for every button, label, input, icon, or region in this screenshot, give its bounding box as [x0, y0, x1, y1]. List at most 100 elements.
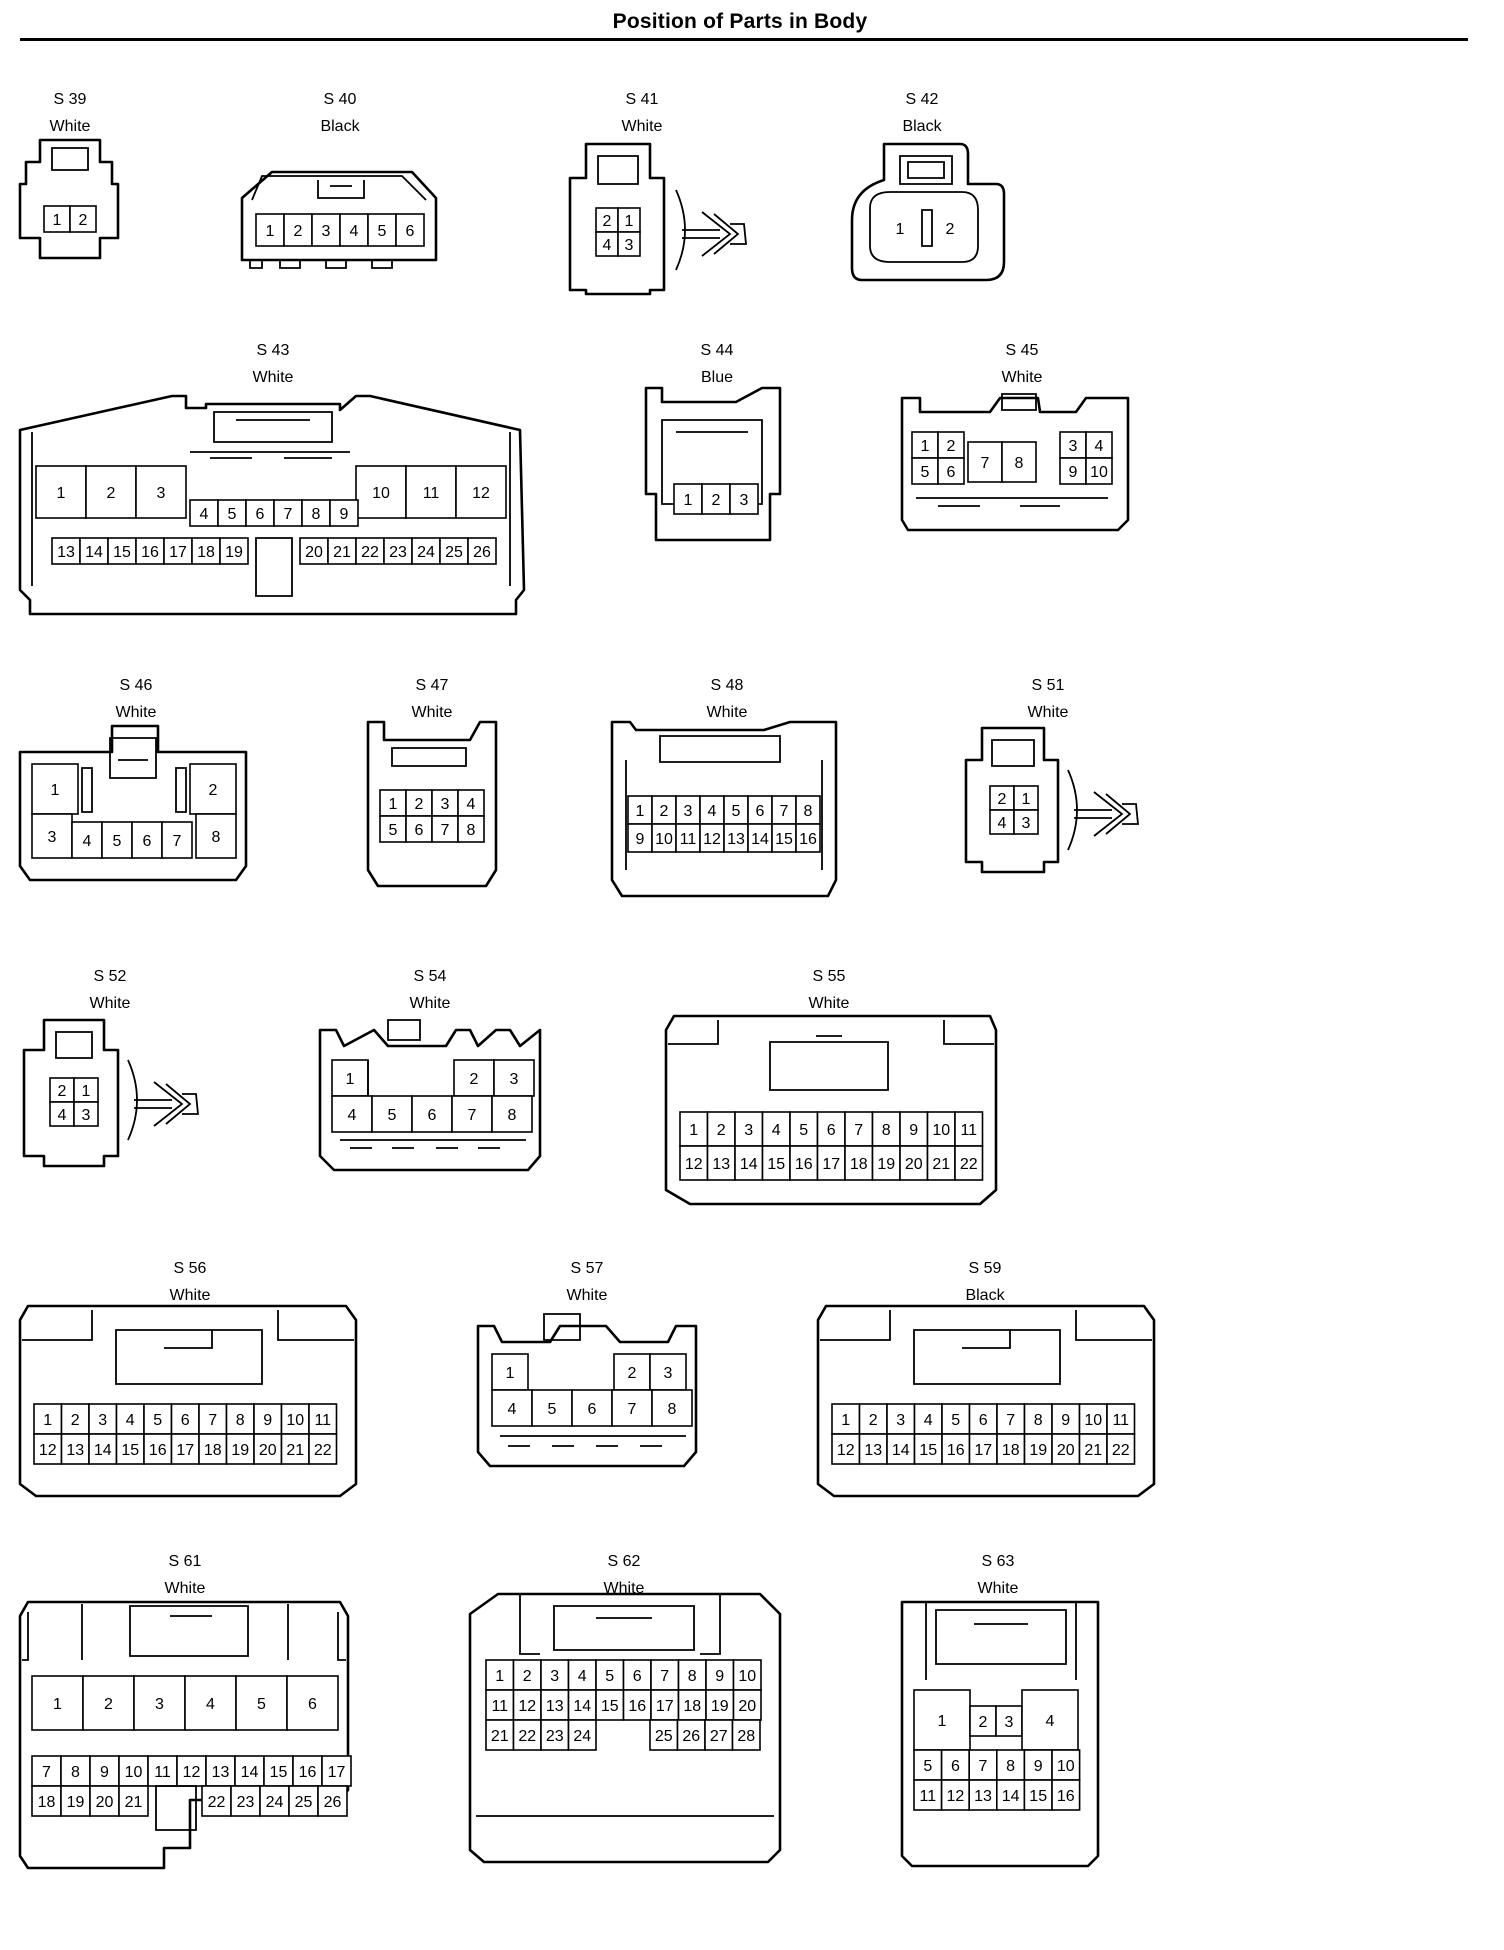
pin-cell: 7 [31, 1755, 62, 1787]
pin-cell: 4 [49, 1101, 75, 1127]
pin-box [49, 1077, 75, 1103]
pin-box [911, 457, 939, 485]
pin-box [457, 815, 485, 843]
pin-number: 8 [804, 803, 813, 820]
pin-box [311, 213, 341, 247]
pin-number: 6 [951, 1758, 960, 1775]
latch [317, 180, 365, 199]
pin-box [789, 1145, 819, 1181]
pin-cell: 12 [699, 823, 725, 853]
pin-cell: 1 [31, 763, 79, 815]
pin-number: 9 [715, 1668, 724, 1685]
pin-cell: 1 [627, 795, 653, 825]
pin-number: 2 [717, 1122, 726, 1139]
pin-cell: 9 [89, 1755, 120, 1787]
pin-number: 19 [877, 1156, 895, 1173]
connector-housing [850, 142, 1006, 282]
clip-arrow [701, 211, 740, 257]
pin-box [816, 1145, 846, 1181]
pin-number: 2 [104, 1696, 113, 1713]
pin-cell: 3 [135, 465, 187, 519]
pin-number: 2 [660, 803, 669, 820]
pin-cell: 7 [431, 815, 459, 843]
pin-box [491, 1095, 533, 1133]
pin-cell: 10 [1085, 457, 1113, 485]
pin-cell: 2 [701, 483, 731, 515]
pin-number: 18 [1002, 1442, 1020, 1459]
pin-cell: 4 [189, 499, 219, 527]
pin-cell: 15 [761, 1145, 791, 1181]
pin-box [299, 537, 329, 565]
pin-box [734, 1145, 764, 1181]
pin-cell: 15 [771, 823, 797, 853]
connector-id-label: S 43 [257, 342, 290, 359]
pin-box [131, 821, 163, 859]
pin-number: 4 [350, 223, 359, 240]
pin-number: 26 [324, 1794, 342, 1811]
pin-number: 5 [923, 1758, 932, 1775]
face [661, 419, 763, 505]
pin-cell: 26 [676, 1719, 706, 1751]
side-walls [31, 432, 511, 586]
pin-cell: 23 [540, 1719, 570, 1751]
pin-number: 7 [780, 803, 789, 820]
latch [1001, 393, 1037, 411]
connector-id-label: S 44 [701, 342, 734, 359]
pin-number: 6 [633, 1668, 642, 1685]
pin-box [1051, 1433, 1081, 1465]
pin-number: 12 [837, 1442, 855, 1459]
pin-cell: 13 [205, 1755, 236, 1787]
pin-number: 5 [228, 506, 237, 523]
pin-box [729, 483, 759, 515]
pin-number: 7 [979, 1758, 988, 1775]
pin-box [283, 213, 313, 247]
latch [115, 1329, 263, 1385]
pin-cell: 8 [871, 1111, 901, 1147]
pin-number: 3 [740, 492, 749, 509]
pin-box [940, 1779, 970, 1811]
pin-box [995, 1779, 1026, 1811]
pin-number: 1 [53, 212, 62, 229]
pin-cell: 8 [795, 795, 821, 825]
pin-box [485, 1719, 515, 1751]
pin-box [33, 1433, 63, 1465]
pin-number: 11 [154, 1764, 171, 1781]
pin-number: 13 [57, 544, 75, 561]
pin-number: 4 [83, 833, 92, 850]
pin-number: 6 [181, 1412, 190, 1429]
connector-housing [900, 1600, 1100, 1868]
pin-cell: 3 [729, 483, 759, 515]
pin-cell: 2 [453, 1059, 495, 1097]
pin-box [49, 1101, 75, 1127]
pin-cell: 15 [595, 1689, 625, 1721]
pin-cell: 16 [795, 823, 821, 853]
pin-cell: 22 [355, 537, 385, 565]
pin-number: 9 [340, 506, 349, 523]
pin-cell: 1 [673, 483, 703, 515]
pin-cell: 18 [31, 1785, 62, 1817]
pin-number: 13 [712, 1156, 730, 1173]
pin-cell: 8 [225, 1403, 255, 1435]
latch [553, 1605, 695, 1651]
pin-cell: 9 [705, 1659, 735, 1691]
pin-cell: 20 [732, 1689, 762, 1721]
latch [51, 147, 89, 171]
pin-number: 5 [732, 803, 741, 820]
connector-color-label: White [50, 118, 91, 135]
pin-box [512, 1659, 542, 1691]
pin-number: 5 [113, 833, 122, 850]
pin-box [329, 499, 359, 527]
pin-cell: 17 [170, 1433, 200, 1465]
pin-number: 3 [82, 1107, 91, 1124]
pin-number: 2 [71, 1412, 80, 1429]
pin-box [280, 1433, 310, 1465]
pin-cell: 16 [1051, 1779, 1081, 1811]
pin-number: 14 [740, 1156, 758, 1173]
pin-number: 7 [441, 822, 450, 839]
pin-box [263, 1755, 294, 1787]
connector-id-label: S 56 [174, 1260, 207, 1277]
pin-number: 25 [295, 1794, 313, 1811]
connector-id-label: S 62 [608, 1553, 641, 1570]
